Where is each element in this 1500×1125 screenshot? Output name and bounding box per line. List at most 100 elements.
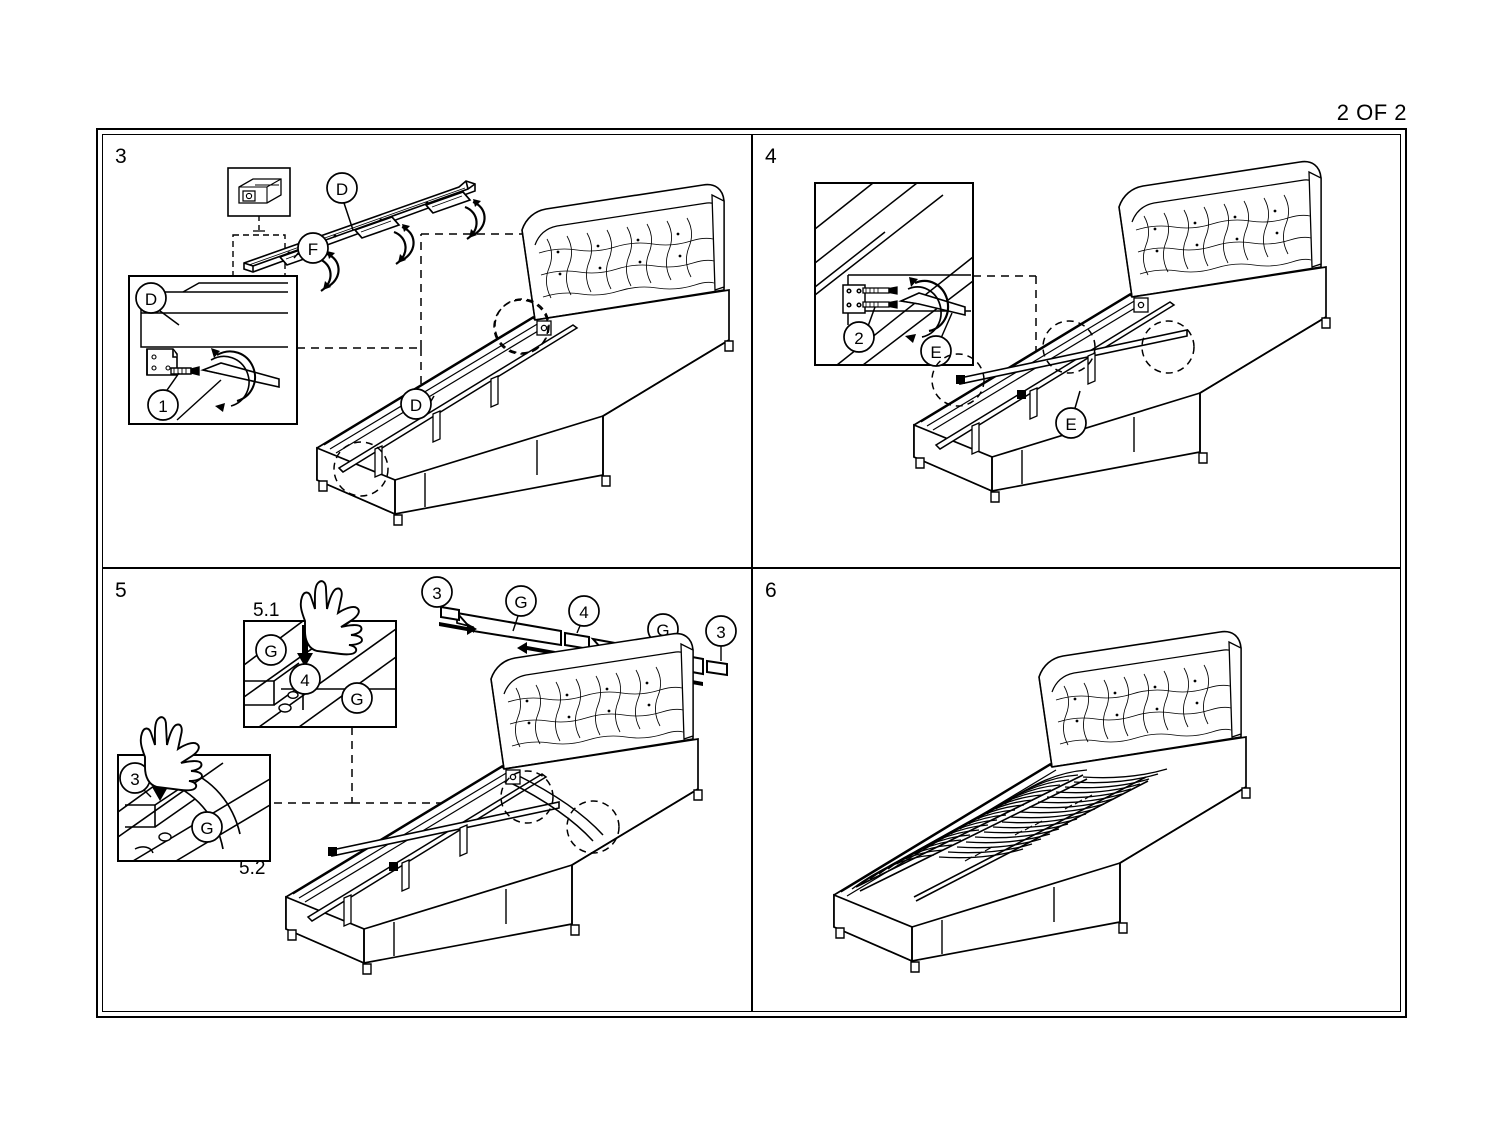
focus-circle-5b xyxy=(566,800,620,854)
bed-assembly-step3 xyxy=(316,183,734,526)
installed-center-rail xyxy=(337,324,579,473)
press-down-arrow xyxy=(297,625,313,667)
svg-text:3: 3 xyxy=(432,584,441,603)
focus-circle-4 xyxy=(931,353,985,407)
tufting-pattern-4 xyxy=(1135,194,1312,276)
svg-text:G: G xyxy=(514,593,527,612)
svg-text:E: E xyxy=(930,343,941,362)
svg-text:G: G xyxy=(350,690,363,709)
slat-ledge-rail xyxy=(323,316,544,454)
svg-text:D: D xyxy=(145,290,157,309)
screwdriver-tool-4 xyxy=(898,277,966,343)
page-indicator: 2 OF 2 xyxy=(1336,100,1407,125)
step-number-5: 5 xyxy=(115,579,127,602)
hand-icon-5-2 xyxy=(139,716,203,792)
bed-base-frame xyxy=(316,289,730,516)
tufted-headboard xyxy=(521,183,725,321)
callout-1-screw: 1 xyxy=(147,372,180,421)
callout-D-installed: D xyxy=(400,388,435,420)
cross-rail-bracket xyxy=(842,284,866,314)
tufting-pattern xyxy=(538,217,715,299)
callout-4-slat: 4 xyxy=(568,595,600,634)
svg-text:G: G xyxy=(200,819,213,838)
focus-circle-4b xyxy=(1042,320,1096,374)
panel-step-6: 6 xyxy=(753,569,1401,1011)
bed-foot xyxy=(318,340,734,526)
svg-text:D: D xyxy=(336,180,348,199)
callout-E-bed: E xyxy=(1055,390,1087,439)
bed-assembly-step4 xyxy=(913,160,1331,503)
sublabel-5-2: 5.2 xyxy=(239,858,265,879)
callout-2-screw: 2 xyxy=(843,306,876,353)
callout-3-slat-right: 3 xyxy=(705,615,737,661)
focus-circle-5a xyxy=(500,770,554,824)
slat-retainer-marks xyxy=(964,794,1093,862)
detail-box-5-1: G 4 G xyxy=(243,620,397,728)
panel-step-3: 3 xyxy=(103,135,751,567)
sheet-inner-border xyxy=(102,134,1401,1012)
hand-icon-5-1 xyxy=(299,580,363,656)
svg-text:F: F xyxy=(308,240,318,259)
sublabel-5-1: 5.1 xyxy=(253,600,279,621)
step-number-6: 6 xyxy=(765,579,777,602)
slat-group-left xyxy=(851,769,1088,890)
panel-step-4: 4 xyxy=(753,135,1401,567)
bed-base-frame-5 xyxy=(285,738,699,965)
bed-assembly-step5 xyxy=(285,632,703,975)
tufting-buttons xyxy=(556,232,682,276)
svg-text:3: 3 xyxy=(130,770,139,789)
screw-pair xyxy=(862,286,898,309)
cross-rail-detail-box: 2 E xyxy=(814,182,974,367)
svg-text:4: 4 xyxy=(579,603,588,622)
callout-3-slat-left: 3 xyxy=(421,576,453,608)
callout-4-connector: 4 xyxy=(289,663,321,695)
callout-3-connector: 3 xyxy=(119,762,152,798)
callout-F-leg: F xyxy=(293,232,329,264)
focus-circle xyxy=(493,299,549,355)
svg-text:E: E xyxy=(1065,415,1076,434)
panel-divider-vertical xyxy=(751,135,753,1011)
focus-circle-4c xyxy=(1141,320,1195,374)
bed-foot-6 xyxy=(835,787,1251,973)
callout-G-right: G xyxy=(341,682,373,714)
callout-G-5-2: G xyxy=(191,811,223,843)
callout-G-slat-left: G xyxy=(505,585,537,632)
svg-text:G: G xyxy=(264,642,277,661)
screw-fastener xyxy=(170,366,200,376)
step-number-4: 4 xyxy=(765,145,777,168)
slat-cross-brace xyxy=(913,776,1149,902)
detail-box-5-2: 3 G xyxy=(117,754,271,862)
svg-text:2: 2 xyxy=(854,329,863,348)
svg-text:D: D xyxy=(410,396,422,415)
callout-D-detail: D xyxy=(135,282,180,326)
tufted-headboard-4 xyxy=(1118,160,1322,298)
bed-assembly-complete xyxy=(833,630,1251,973)
installed-curved-slats xyxy=(506,774,604,842)
head-bracket xyxy=(536,320,552,336)
svg-text:3: 3 xyxy=(716,623,725,642)
callout-D-rail: D xyxy=(326,172,358,231)
panel-divider-horizontal xyxy=(103,567,1401,569)
rail-end-inset-box xyxy=(227,167,291,217)
svg-text:1: 1 xyxy=(158,397,167,416)
callout-G-left: G xyxy=(255,634,287,666)
bed-foot-4 xyxy=(915,317,1331,503)
callout-E-rail: E xyxy=(920,312,953,367)
rotation-arrowhead xyxy=(323,199,481,290)
tufted-headboard-5 xyxy=(490,632,694,770)
bed-foot-5 xyxy=(287,789,703,975)
tufted-headboard-6 xyxy=(1038,630,1242,768)
tufting-pattern-5 xyxy=(507,666,684,748)
detail-leader-dashed xyxy=(297,233,533,430)
bed-base-frame-4 xyxy=(913,266,1327,493)
bracket-screw-detail-box: D 1 xyxy=(128,275,298,425)
sheet-outer-border xyxy=(96,128,1407,1018)
slat-connector-3-right xyxy=(706,659,728,677)
screwdriver-tool xyxy=(200,348,280,412)
bed-base-frame-6 xyxy=(833,736,1247,963)
svg-text:4: 4 xyxy=(300,671,309,690)
metal-bracket xyxy=(146,348,178,376)
step-number-3: 3 xyxy=(115,145,127,168)
tufting-pattern-6 xyxy=(1055,664,1232,746)
